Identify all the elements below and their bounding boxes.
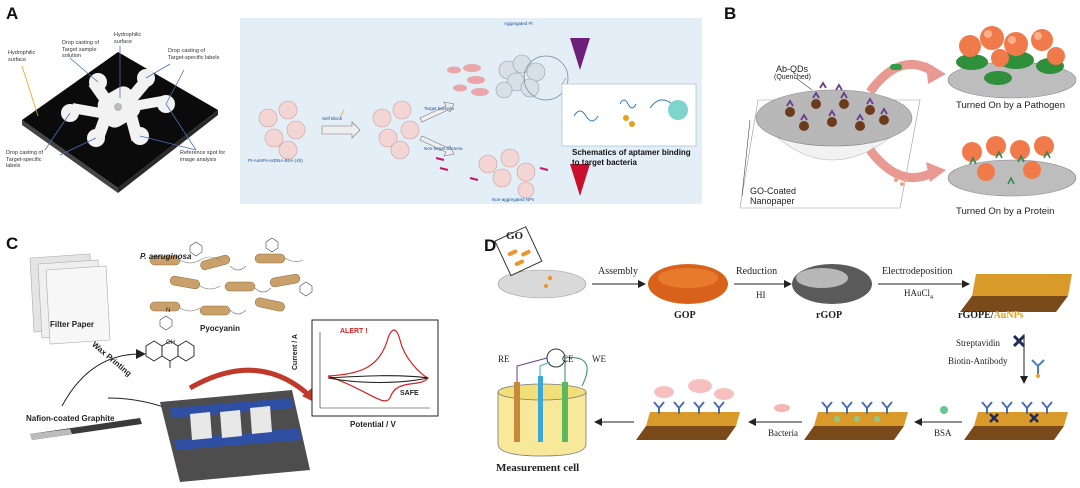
panel-c-letter: C	[6, 234, 19, 253]
label-self-block: Self Block	[322, 116, 343, 121]
arrow-target	[419, 101, 455, 123]
label-we: WE	[592, 354, 606, 364]
streptavidin-icon	[1012, 334, 1026, 348]
aptamer-schematic-illustration	[258, 38, 697, 199]
label-haucl-sub: 4	[930, 294, 934, 301]
label-bacteria: Bacteria	[768, 428, 798, 438]
panel-a-letter: A	[6, 4, 19, 23]
label-nontarget-bacteria: Non-target bacteria	[424, 146, 463, 151]
tube-red	[570, 164, 590, 196]
cv-plot-frame	[311, 319, 439, 417]
pathogen-blobs	[956, 26, 1065, 85]
label-streptavidin: Streptavidin	[956, 338, 1000, 348]
plate-bacteria	[636, 379, 740, 440]
label-reduction: Reduction	[736, 266, 778, 277]
panel-b-letter: B	[724, 4, 737, 23]
schematic-caption: Schematics of aptamer binding to target …	[572, 148, 691, 167]
panel-b: B Ab-QDs (Qu	[720, 0, 1080, 225]
label-graphite: Nafion-coated Graphite	[26, 414, 115, 423]
label-protein: Turned On by a Protein	[956, 206, 1055, 217]
aggregated-cluster	[495, 54, 546, 99]
dispersed-group	[478, 148, 536, 199]
label-pyocyanin-n: N	[166, 308, 171, 314]
label-drop-target-labels-top: Drop casting of Target-specific labels	[168, 48, 220, 61]
label-target-bacteria: Target bacteria	[424, 106, 454, 111]
nanopaper-illustration	[739, 26, 1077, 209]
label-dispersed: Non-aggregated NPs	[492, 197, 535, 202]
arrow-self-block	[321, 121, 361, 139]
label-biotin-antibody: Biotin-Antibody	[948, 356, 1008, 366]
label-bsa: BSA	[934, 428, 952, 438]
arrow-nontarget	[419, 135, 455, 157]
label-pathogen: Turned On by a Pathogen	[956, 100, 1065, 111]
plot-safe-label: SAFE	[400, 390, 419, 397]
label-drop-target-solution: Drop casting of Target sample solution	[62, 40, 99, 59]
plate-bsa	[804, 401, 908, 440]
label-rgop: rGOP	[816, 310, 843, 321]
paper-disc	[497, 269, 587, 299]
plot-ylabel: Current / A	[292, 334, 299, 370]
arrow-to-pathogen	[866, 60, 937, 95]
filter-paper-stack	[29, 253, 111, 345]
label-hydrophilic-surface-2: Hydrophilic surface	[114, 32, 142, 45]
protein-particles	[962, 136, 1054, 185]
label-quenched: (Quenched)	[774, 74, 811, 81]
bacteria-icon	[774, 404, 790, 412]
go-beaker	[494, 226, 543, 277]
label-go: GO	[506, 230, 524, 242]
label-hi: HI	[756, 290, 766, 300]
bsa-icon	[940, 406, 948, 414]
label-rgope-aunps: rGOPE/AuNPs	[958, 310, 1024, 321]
label-assembly: Assembly	[598, 266, 638, 277]
fabrication-illustration	[494, 226, 1072, 457]
label-reference-spot: Reference spot for image analysis	[180, 150, 226, 163]
panel-c: C	[0, 228, 470, 488]
label-re: RE	[498, 354, 510, 364]
label-np: Pt-AuNPs-ssDNA-BSA (4h)	[248, 158, 303, 163]
label-measurement-cell: Measurement cell	[496, 462, 580, 474]
label-filter-paper: Filter Paper	[50, 320, 95, 329]
label-ce: CE	[562, 354, 574, 364]
nanoparticle-group-2	[372, 100, 420, 160]
label-pyocyanin-oh: OH	[166, 340, 175, 346]
label-haucl: HAuCl4	[904, 288, 933, 301]
plot-alert-label: ALERT !	[340, 328, 368, 335]
arrow-to-plot	[188, 367, 314, 400]
paper-sensor-device	[160, 390, 310, 482]
paper-device-illustration	[21, 46, 218, 193]
label-drop-target-labels-bottom: Drop casting of Target-specific labels	[6, 150, 43, 169]
label-abqds: Ab-QDs	[776, 64, 809, 74]
antibody-icon	[1031, 359, 1045, 374]
sensor-illustration	[29, 237, 439, 482]
cv-curve-alert	[327, 329, 429, 402]
graphite-electrode	[30, 418, 142, 440]
label-species: P. aeruginosa	[140, 252, 192, 261]
label-aggregated: Aggregated Pt	[504, 21, 533, 26]
panel-d: D	[478, 226, 1080, 488]
label-go-nanopaper: GO-Coated Nanopaper	[750, 186, 797, 206]
tube-purple	[570, 38, 590, 70]
cv-curve-safe	[327, 375, 429, 384]
label-gop: GOP	[674, 310, 696, 321]
cv-plot-axes	[319, 332, 430, 409]
plate-antibodies	[964, 401, 1068, 440]
abqd-particles	[785, 81, 889, 131]
label-rgope: rGOPE/	[958, 310, 994, 321]
arrow-to-protein	[866, 147, 937, 183]
panel-d-letter: D	[484, 236, 497, 255]
label-hydrophilic-surface: Hydrophilic surface	[8, 50, 36, 63]
pyocyanin-structure	[145, 340, 195, 368]
bacteria-cluster	[149, 237, 313, 331]
panel-a: A	[0, 0, 730, 215]
rgope-aunps-plate	[960, 274, 1072, 312]
nanoparticle-group-1	[258, 100, 306, 160]
label-pyocyanin: Pyocyanin	[200, 324, 241, 333]
measurement-cell	[497, 348, 588, 457]
protein-disc	[947, 159, 1077, 197]
label-aunps: AuNPs	[993, 310, 1024, 321]
label-electrodeposition: Electrodeposition	[882, 266, 953, 277]
label-haucl-text: HAuCl	[904, 288, 931, 298]
plot-xlabel: Potential / V	[350, 420, 396, 429]
